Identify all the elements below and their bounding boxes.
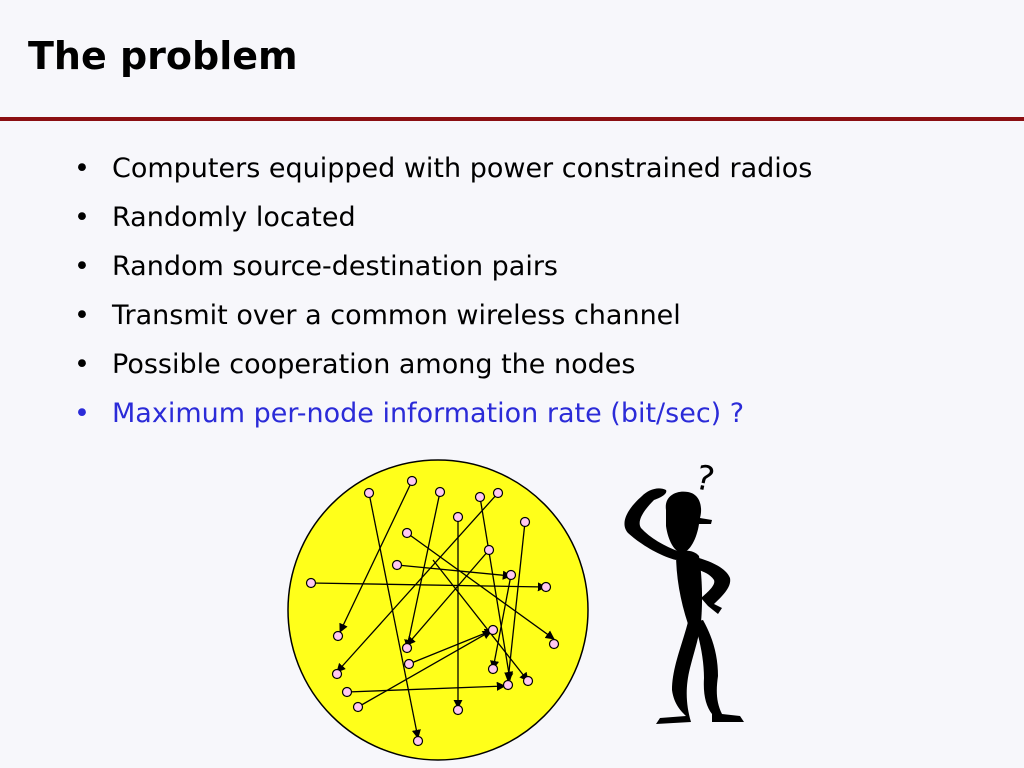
node xyxy=(540,581,552,593)
bullet-glyph: • xyxy=(74,349,90,380)
figure-illustration: ? xyxy=(287,458,744,761)
bullet-list: • Computers equipped with power constrain… xyxy=(72,144,812,438)
bullet-item: • Computers equipped with power constrain… xyxy=(72,144,812,193)
node xyxy=(403,658,415,670)
person-torso xyxy=(676,550,703,624)
node xyxy=(452,511,464,523)
node xyxy=(492,487,504,499)
node xyxy=(401,527,413,539)
node xyxy=(352,701,364,713)
link-lines xyxy=(310,480,555,739)
title-rule xyxy=(0,117,1024,121)
bullet-item: • Randomly located xyxy=(72,193,812,242)
bullet-text: Random source-destination pairs xyxy=(112,251,558,282)
confused-person-icon: ? xyxy=(624,458,744,724)
slide-title: The problem xyxy=(28,34,298,78)
node xyxy=(412,735,424,747)
node xyxy=(391,559,403,571)
bullet-text: Possible cooperation among the nodes xyxy=(112,349,636,380)
node xyxy=(487,663,499,675)
node xyxy=(434,486,446,498)
node xyxy=(487,624,499,636)
bullet-text: Computers equipped with power constraine… xyxy=(112,153,813,184)
node xyxy=(519,516,531,528)
node xyxy=(305,577,317,589)
bullet-text: Transmit over a common wireless channel xyxy=(112,300,681,331)
node xyxy=(548,638,560,650)
bullet-item: • Transmit over a common wireless channel xyxy=(72,291,812,340)
bullet-item-highlight: • Maximum per-node information rate (bit/… xyxy=(72,389,812,438)
node xyxy=(401,642,413,654)
person-leg-right xyxy=(694,620,744,722)
bullet-glyph: • xyxy=(74,300,90,331)
network-nodes xyxy=(305,475,560,747)
node xyxy=(502,679,514,691)
bullet-text: Maximum per-node information rate (bit/s… xyxy=(112,398,745,429)
node xyxy=(452,704,464,716)
bullet-item: • Random source-destination pairs xyxy=(72,242,812,291)
question-mark: ? xyxy=(692,458,718,501)
bullet-glyph: • xyxy=(74,202,90,233)
node xyxy=(406,475,418,487)
network-disc-illustration xyxy=(287,459,589,761)
node xyxy=(363,487,375,499)
node xyxy=(474,491,486,503)
bullet-item: • Possible cooperation among the nodes xyxy=(72,340,812,389)
node xyxy=(483,544,495,556)
person-arm-hip xyxy=(699,558,731,614)
node xyxy=(522,675,534,687)
node xyxy=(331,668,343,680)
node xyxy=(332,630,344,642)
bullet-glyph: • xyxy=(74,398,90,429)
person-head xyxy=(665,491,712,553)
bullet-text: Randomly located xyxy=(112,202,356,233)
person-arm-raised xyxy=(624,488,680,560)
node xyxy=(505,569,517,581)
node xyxy=(341,686,353,698)
bullet-glyph: • xyxy=(74,153,90,184)
person-leg-left xyxy=(656,622,701,724)
bullet-glyph: • xyxy=(74,251,90,282)
